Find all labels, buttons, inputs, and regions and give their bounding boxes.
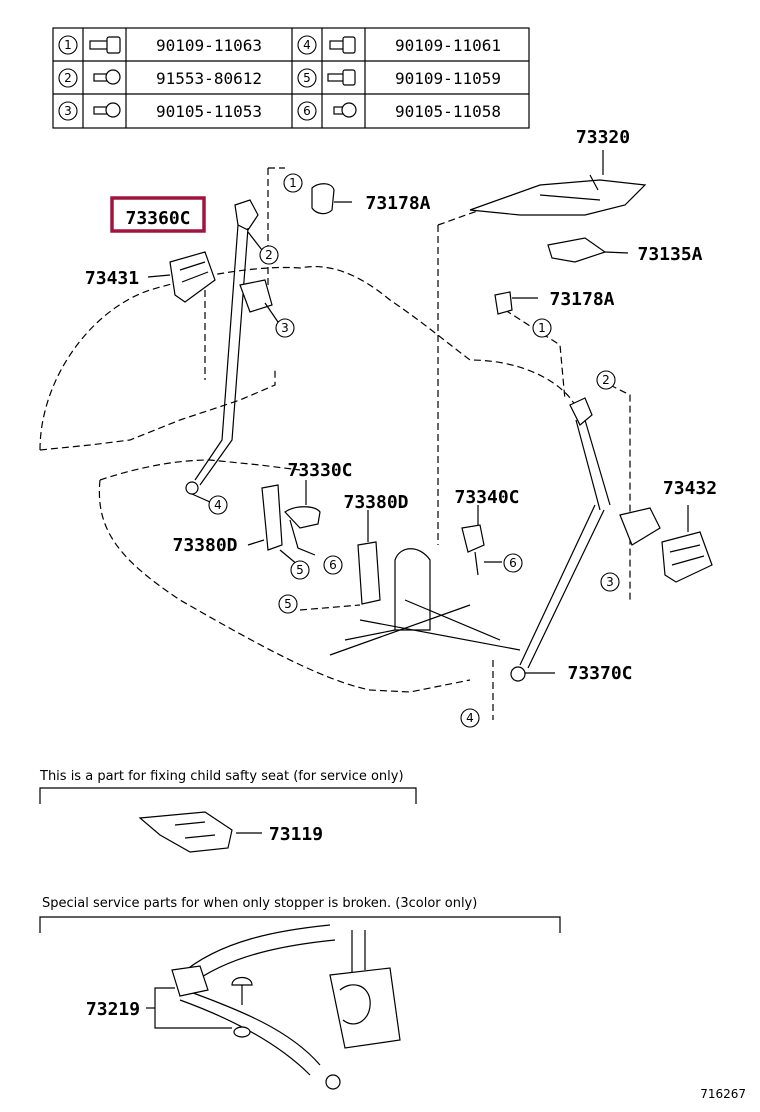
table-ref: 6	[303, 104, 311, 118]
table-part-number[interactable]: 90109-11059	[395, 69, 501, 88]
screw-icon	[93, 69, 121, 85]
bolt-icon	[89, 36, 121, 54]
cover-73178a-right[interactable]	[494, 291, 538, 315]
vehicle-body-outline	[39, 167, 631, 720]
table-ref: 4	[303, 38, 311, 52]
table-part-number[interactable]: 91553-80612	[156, 69, 262, 88]
table-row: 3 90105-11053 6 90105-11058	[58, 101, 501, 121]
part-label[interactable]: 73178A	[549, 289, 614, 310]
diagram-id: 716267	[700, 1087, 746, 1101]
child-seat-note: This is a part for fixing child safty se…	[39, 769, 404, 784]
bolt-icon	[327, 69, 356, 86]
callout-number: 4	[214, 498, 222, 512]
part-label-highlighted[interactable]: 73360C	[125, 208, 190, 229]
table-part-number[interactable]: 90105-11053	[156, 102, 262, 121]
part-label[interactable]: 73370C	[567, 663, 632, 684]
callout-number: 6	[509, 556, 517, 570]
callout-number: 3	[281, 321, 289, 335]
callout-number: 1	[538, 321, 546, 335]
retractor-73432[interactable]	[619, 505, 713, 583]
callout-number: 5	[284, 597, 292, 611]
table-ref: 3	[64, 104, 72, 118]
part-label[interactable]: 73219	[86, 999, 140, 1020]
part-label[interactable]: 73380D	[172, 535, 237, 556]
child-seat-section: This is a part for fixing child safty se…	[39, 769, 417, 853]
cover-73178a-top[interactable]	[311, 183, 352, 215]
stopper-73219[interactable]	[171, 965, 253, 1038]
part-label[interactable]: 73432	[663, 478, 717, 499]
stopper-belt-illustration	[179, 924, 401, 1090]
right-belt-assembly	[510, 397, 611, 682]
buckle-73380d-left[interactable]	[247, 484, 299, 566]
part-label[interactable]: 73320	[576, 127, 630, 148]
bolt-icon	[329, 36, 356, 54]
buckle-73330c[interactable]	[284, 480, 321, 556]
callout-number: 1	[289, 176, 297, 190]
callout-number: 3	[606, 575, 614, 589]
part-label[interactable]: 73380D	[343, 492, 408, 513]
screw-icon	[93, 102, 121, 118]
part-label[interactable]: 73340C	[454, 487, 519, 508]
callout-number: 5	[296, 563, 304, 577]
callout-number: 4	[466, 711, 474, 725]
part-label[interactable]: 73330C	[287, 460, 352, 481]
table-row: 1 90109-11063 4 90109-11061	[58, 35, 501, 55]
retractor-73431[interactable]	[147, 251, 216, 303]
table-row: 2 91553-80612 5 90109-11059	[58, 68, 501, 88]
table-ref: 1	[64, 38, 72, 52]
table-part-number[interactable]: 90105-11058	[395, 102, 501, 121]
stopper-note: Special service parts for when only stop…	[42, 896, 477, 911]
fastener-table: 1 90109-11063 4 90109-11061 2 91553-8061…	[52, 27, 530, 129]
table-ref: 2	[64, 71, 72, 85]
anchor-73340c[interactable]	[461, 505, 502, 576]
part-label[interactable]: 73135A	[637, 244, 702, 265]
highlight-box	[110, 196, 206, 233]
screw-icon	[333, 102, 357, 118]
plate-73119[interactable]	[138, 811, 233, 853]
part-label[interactable]: 73431	[85, 268, 139, 289]
callout-number: 6	[329, 558, 337, 572]
table-ref: 5	[303, 71, 311, 85]
stopper-section: Special service parts for when only stop…	[39, 896, 561, 1090]
callout-number: 2	[265, 248, 273, 262]
left-belt-assembly	[185, 199, 279, 503]
callout-number: 2	[602, 373, 610, 387]
callouts: 1 2 3 4 5 6 5 1 2 6 3 4	[208, 173, 620, 728]
buckle-73380d-mid[interactable]	[357, 510, 381, 605]
part-label[interactable]: 73178A	[365, 193, 430, 214]
part-label[interactable]: 73119	[269, 824, 323, 845]
bracket-73135a[interactable]	[547, 237, 629, 263]
table-part-number[interactable]: 90109-11061	[395, 36, 501, 55]
seat-frame	[329, 548, 521, 656]
table-part-number[interactable]: 90109-11063	[156, 36, 262, 55]
trim-73320[interactable]	[469, 150, 647, 216]
